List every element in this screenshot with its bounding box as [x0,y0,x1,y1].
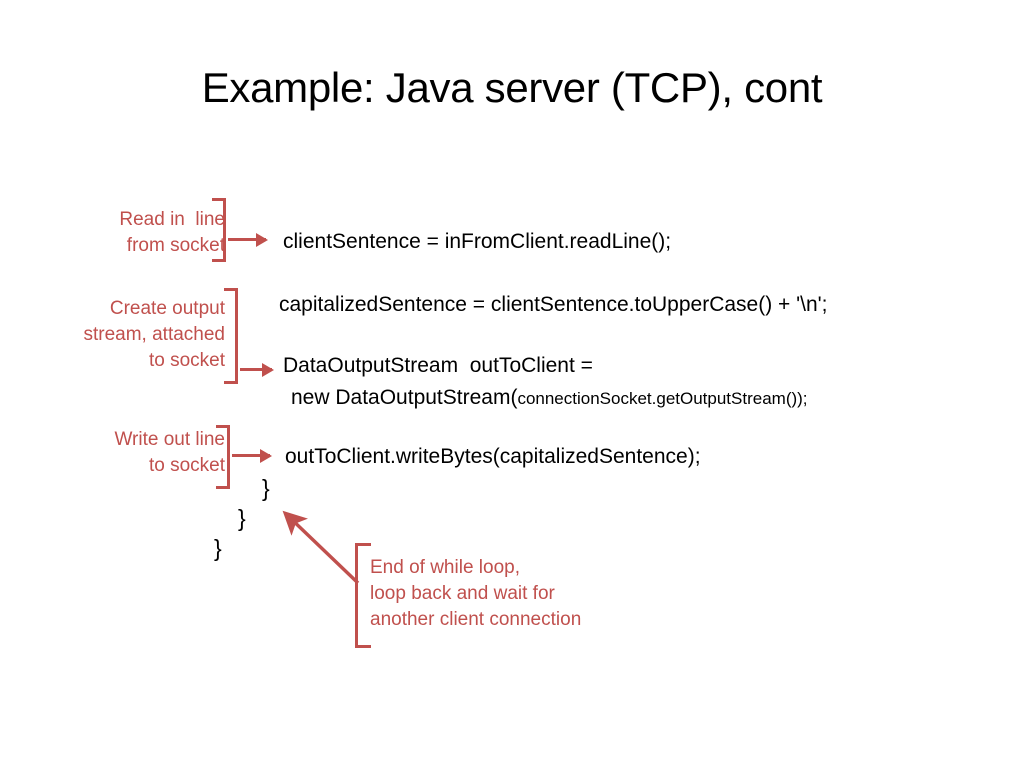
bracket-create-icon [224,288,238,384]
arrow-right-write-icon [232,454,270,457]
closing-brace-middle: } [238,505,246,531]
bracket-end-loop-icon [355,543,371,648]
code-line-read-sentence: clientSentence = inFromClient.readLine()… [283,230,672,253]
closing-brace-inner: } [262,475,270,501]
closing-brace-outer: } [214,535,222,561]
arrow-diagonal-end-loop-icon [282,510,360,585]
code-line-new-outstream: new DataOutputStream(connectionSocket.ge… [291,387,808,408]
code-new-outstream-large: new DataOutputStream( [291,386,518,409]
annotation-create-output-stream: Create output stream, attached to socket [83,298,225,372]
arrow-right-create-icon [240,368,272,371]
bracket-read-icon [212,198,226,262]
code-new-outstream-small: connectionSocket.getOutputStream()); [517,389,808,408]
page-title: Example: Java server (TCP), cont [201,64,823,111]
code-line-write-bytes: outToClient.writeBytes(capitalizedSenten… [285,445,701,468]
annotation-read-in-line: Read in line from socket [119,209,225,257]
code-line-capitalize: capitalizedSentence = clientSentence.toU… [279,293,828,316]
bracket-write-icon [216,425,230,489]
code-line-declare-outstream: DataOutputStream outToClient = [283,354,593,377]
annotation-write-out-line: Write out line to socket [114,429,225,477]
arrow-right-read-icon [228,238,266,241]
annotation-end-of-while-loop: End of while loop, loop back and wait fo… [370,557,582,631]
